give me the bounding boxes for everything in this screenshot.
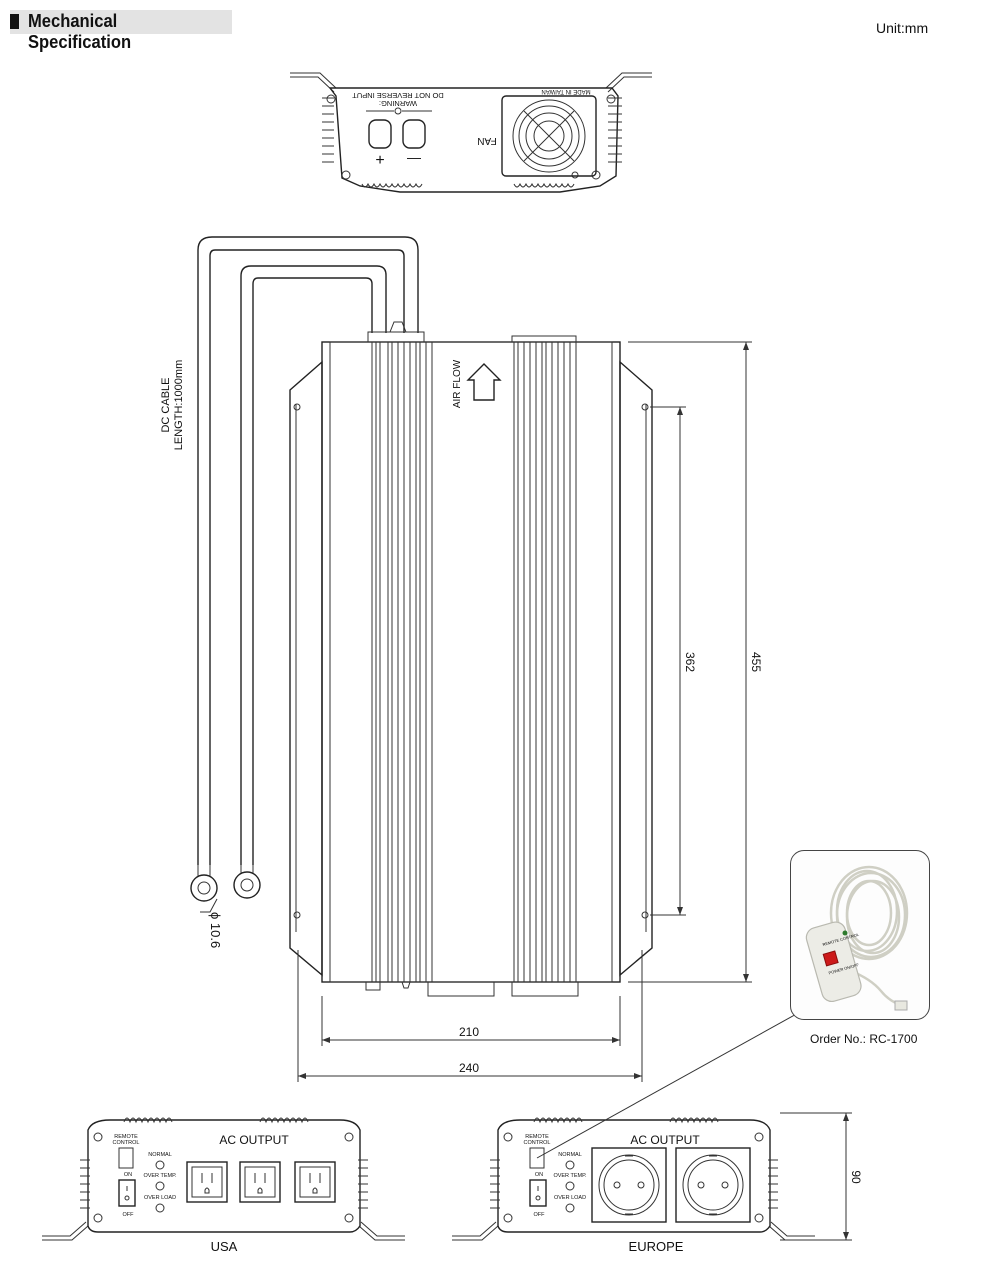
minus-sign: —	[407, 149, 421, 165]
front-panel-usa: AC OUTPUT REMOTE CONTROL ON OFF NORMAL O…	[42, 1117, 405, 1254]
usa-over-load-label: OVER LOAD	[144, 1195, 176, 1201]
usa-on-label: ON	[124, 1172, 132, 1178]
air-flow-label: AIR FLOW	[452, 359, 463, 408]
eu-over-temp-label: OVER TEMP.	[553, 1173, 587, 1179]
inverter-body	[321, 341, 621, 983]
usa-remote-label-1: REMOTE	[114, 1134, 138, 1140]
negative-terminal	[402, 119, 426, 149]
power-button-icon	[822, 950, 839, 967]
dim-455: 455	[749, 652, 763, 672]
air-flow-arrow-icon	[466, 363, 502, 401]
cable-label-2: LENGTH:1000mm	[173, 360, 185, 450]
dim-210: 210	[459, 1025, 479, 1039]
dim-90: 90	[849, 1170, 863, 1184]
cable-label-1: DC CABLE	[160, 377, 172, 432]
eu-normal-label: NORMAL	[558, 1152, 582, 1158]
usa-normal-label: NORMAL	[148, 1152, 172, 1158]
remote-control-image: REMOTE CONTROL POWER ON/OFF	[805, 865, 909, 1011]
header-square-icon	[10, 14, 19, 29]
warning-text: WARNING:	[379, 99, 417, 108]
europe-label: EUROPE	[629, 1239, 684, 1254]
eu-remote-jack	[529, 1147, 545, 1169]
reverse-input-text: DO NOT REVERSE INPUT	[352, 91, 444, 100]
usa-outlet-icon	[239, 1161, 281, 1203]
usa-remote-jack	[118, 1147, 134, 1169]
section-title: Mechanical Specification	[28, 11, 132, 52]
eu-remote-label-2: CONTROL	[524, 1140, 551, 1146]
remote-control-photo: REMOTE CONTROL POWER ON/OFF	[790, 850, 930, 1020]
usa-outlet-icon	[186, 1161, 228, 1203]
rear-view: + — WARNING: DO NOT REVERSE INPUT MADE I…	[290, 72, 652, 193]
usa-label: USA	[211, 1239, 238, 1254]
eu-outlet-icon	[675, 1147, 751, 1223]
ring-diameter-label: ϕ 10.6	[208, 912, 223, 948]
usa-off-label: OFF	[123, 1212, 135, 1218]
eu-remote-label-1: REMOTE	[525, 1134, 549, 1140]
plus-sign: +	[375, 152, 384, 169]
side-view: ϕ 10.6 DC CABLE LENGTH:1000mm AIR FLOW	[160, 236, 763, 1082]
eu-power-switch	[529, 1179, 547, 1207]
made-in-text: MADE IN TAIWAN	[541, 88, 590, 94]
positive-terminal	[368, 119, 392, 149]
usa-remote-label-2: CONTROL	[113, 1140, 140, 1146]
fan-label: FAN	[477, 135, 496, 146]
usa-outlet-icon	[294, 1161, 336, 1203]
order-number: Order No.: RC-1700	[810, 1032, 918, 1046]
usa-ac-output-label: AC OUTPUT	[219, 1133, 289, 1147]
eu-over-load-label: OVER LOAD	[554, 1195, 586, 1201]
eu-ac-output-label: AC OUTPUT	[630, 1133, 700, 1147]
dim-362: 362	[683, 652, 697, 672]
eu-on-label: ON	[535, 1172, 543, 1178]
usa-over-temp-label: OVER TEMP.	[143, 1173, 177, 1179]
unit-label: Unit:mm	[876, 20, 929, 36]
fan-icon	[501, 95, 597, 177]
usa-power-switch	[118, 1179, 136, 1207]
front-panel-europe: AC OUTPUT REMOTE CONTROL ON OFF NORMAL O…	[452, 1011, 863, 1254]
eu-outlet-icon	[591, 1147, 667, 1223]
section-header: Mechanical Specification	[10, 10, 232, 52]
dim-240: 240	[459, 1061, 479, 1075]
eu-off-label: OFF	[534, 1212, 546, 1218]
